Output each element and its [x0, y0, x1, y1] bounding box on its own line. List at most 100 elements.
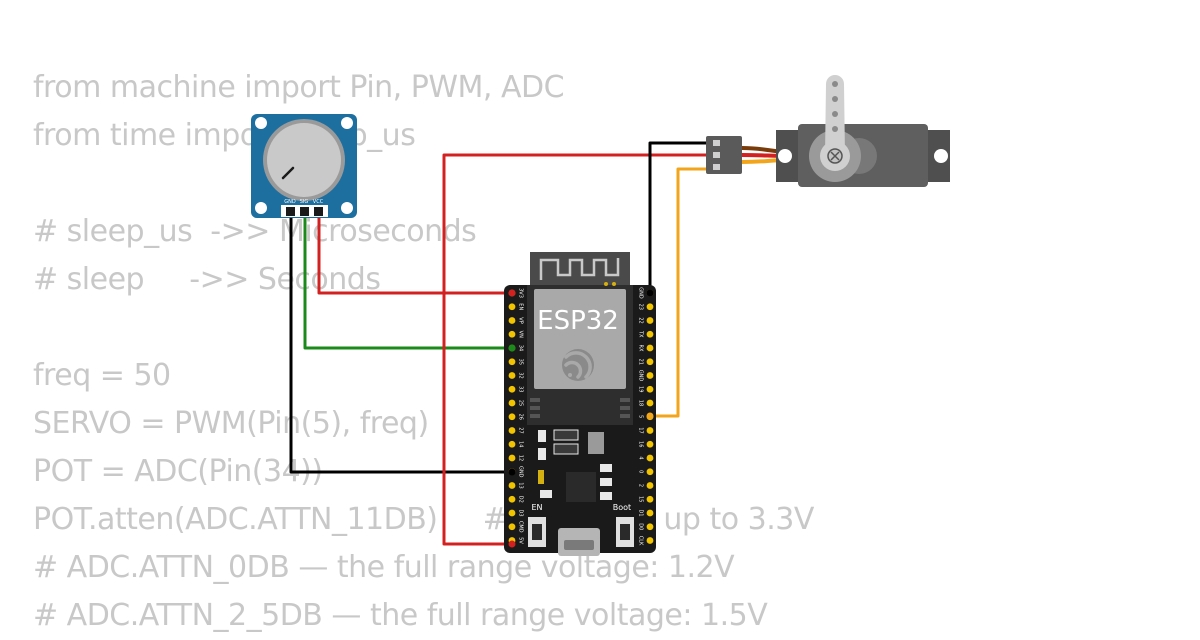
left-pin-label: D3: [518, 509, 524, 516]
right-pin-label: 4: [638, 456, 644, 459]
left-pin-label: 33: [518, 386, 524, 392]
horn-hole-icon: [832, 111, 838, 117]
code-line: # ADC.ATTN_2_5DB — the full range voltag…: [33, 598, 768, 633]
left-pin-pad: [508, 440, 516, 448]
boot-button-label: Boot: [613, 503, 631, 512]
left-pin-pad: [508, 358, 516, 366]
led-indicator: [604, 282, 608, 286]
code-line: from machine import Pin, PWM, ADC: [33, 70, 565, 105]
connector-socket: [713, 152, 720, 158]
knob-indicator-icon: [281, 166, 295, 180]
left-pin-label: CMD: [518, 521, 524, 533]
wire-pot-sig-green: [303, 212, 512, 350]
esp32-label: ESP32: [537, 306, 619, 336]
left-pin-pad: [508, 385, 516, 393]
pot-pin-label: SIG: [300, 199, 309, 205]
mount-hole-icon: [934, 149, 948, 163]
right-pin-pad: [646, 454, 654, 462]
right-pin-label: GND: [638, 287, 644, 299]
right-pin-label: D0: [638, 523, 644, 530]
right-pin-pad: [646, 440, 654, 448]
potentiometer[interactable]: GND SIG VCC: [251, 114, 357, 218]
led-indicator: [612, 282, 616, 286]
right-pin-label: 23: [638, 304, 644, 310]
left-pin-pad: [508, 317, 516, 324]
left-pin-label: D2: [518, 496, 524, 503]
right-pin-label: RX: [638, 345, 644, 352]
en-button[interactable]: [528, 517, 546, 547]
right-pin-label: 18: [638, 400, 644, 406]
left-pin-label: 12: [518, 455, 524, 461]
left-pin-label: 13: [518, 482, 524, 488]
antenna-trace-icon: [539, 258, 620, 280]
mount-hole-icon: [341, 117, 353, 129]
right-pin-pad: [646, 372, 654, 379]
left-pin-label: 14: [518, 441, 524, 447]
right-pin-pad: [646, 537, 654, 544]
rf-shield: [534, 289, 626, 389]
right-pin-label: 21: [638, 359, 644, 365]
pin-sig: [300, 207, 309, 216]
right-pin-pad: [646, 482, 654, 489]
left-pin-pad: [508, 454, 516, 462]
horn-hole-icon: [832, 126, 838, 132]
left-pin-label: EN: [518, 303, 524, 310]
servo-connector: [706, 136, 742, 174]
esp32-board[interactable]: ESP32 EN: [504, 252, 656, 556]
right-pin-pad: [646, 385, 654, 393]
left-pin-label: GND: [518, 466, 524, 478]
left-pin-pad: [508, 413, 516, 421]
right-pin-label: 22: [638, 317, 644, 323]
code-line: freq = 50: [33, 358, 171, 393]
right-pin-label: 19: [638, 386, 644, 392]
right-pin-pad: [646, 427, 654, 434]
pot-pin-label: VCC: [313, 199, 324, 205]
horn-screw-cross-icon: [830, 151, 840, 161]
left-pin-label: 26: [518, 414, 524, 420]
wire-servo-signal-orange: [650, 167, 712, 418]
pin-vcc: [314, 207, 323, 216]
left-pin-label: 35: [518, 359, 524, 365]
left-pin-pad: [508, 509, 516, 517]
module-pads: [530, 398, 630, 418]
right-pin-label: 15: [638, 496, 644, 502]
right-pin-pad: [646, 344, 654, 352]
right-pin-label: TX: [638, 330, 644, 338]
right-pin-pad: [646, 330, 654, 338]
right-pin-pad: [646, 468, 654, 476]
left-pin-pad: [508, 495, 516, 503]
horn-hole-icon: [832, 96, 838, 102]
espressif-logo-icon: [562, 349, 594, 381]
connector-socket: [713, 140, 720, 146]
potentiometer-knob[interactable]: [267, 123, 341, 197]
servo-motor[interactable]: [706, 75, 950, 187]
left-pin-label: VN: [518, 331, 524, 338]
usb-port[interactable]: [558, 528, 600, 556]
right-pin-pad: [646, 495, 654, 503]
mount-hole-icon: [778, 149, 792, 163]
right-pin-pad: [646, 523, 654, 531]
pot-pin-label: GND: [284, 199, 296, 205]
horn-hole-icon: [832, 81, 838, 87]
right-pin-label: CLK: [638, 536, 644, 546]
left-pin-pad: [508, 330, 516, 338]
pin-gnd: [286, 207, 295, 216]
left-pin-pad: [508, 523, 516, 531]
left-pin-label: 5V: [518, 537, 524, 544]
left-pin-pad: [508, 482, 516, 489]
left-pin-label: 27: [518, 427, 524, 433]
right-pin-label: 5: [638, 415, 644, 418]
en-button-label: EN: [531, 503, 542, 512]
right-pin-pad: [646, 358, 654, 366]
boot-button[interactable]: [616, 517, 634, 547]
wire-servo-vcc-red: [442, 153, 712, 546]
code-line: SERVO = PWM(Pin(5), freq): [33, 406, 429, 441]
right-pin-label: D1: [638, 509, 644, 516]
right-pin-pad: [646, 303, 654, 311]
left-pin-label: 32: [518, 372, 524, 378]
right-pin-pad: [646, 317, 654, 324]
wire-servo-gnd-black: [648, 141, 712, 293]
left-pin-pad: [508, 427, 516, 434]
smd-components: [538, 429, 612, 502]
left-pin-label: VP: [518, 317, 524, 323]
